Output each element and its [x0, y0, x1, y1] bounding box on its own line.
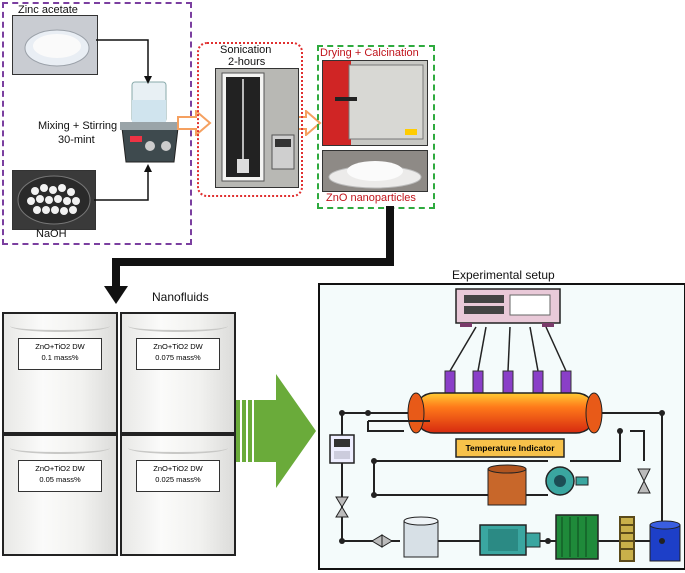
beaker-sample-1: ZnO+TiO2 DW 0.1 mass%: [2, 312, 118, 434]
sonication-label-line2: 2-hours: [228, 56, 266, 68]
beaker-sample-4: ZnO+TiO2 DW 0.025 mass%: [120, 434, 236, 556]
temperature-indicator-label: Temperature Indicator: [465, 443, 555, 453]
mixing-label-line2: 30-mint: [58, 134, 95, 146]
mixing-label-line1: Mixing + Stirring: [38, 120, 118, 132]
zno-nanoparticles-label: ZnO nanoparticles: [326, 192, 416, 204]
flow-meter: [329, 434, 355, 464]
collection-drum: [649, 520, 681, 562]
furnace-photo: [322, 60, 428, 146]
zno-powder-photo: [322, 150, 428, 192]
storage-tank: [487, 464, 527, 506]
sample-card-4: ZnO+TiO2 DW 0.025 mass%: [136, 460, 220, 492]
experimental-setup-label: Experimental setup: [452, 268, 555, 282]
drying-label: Drying + Calcination: [320, 47, 419, 59]
experimental-setup-schematic: Temperature Indicator: [329, 288, 681, 562]
sample-card-2: ZnO+TiO2 DW 0.075 mass%: [136, 338, 220, 370]
green-arrow: [236, 374, 316, 488]
sonication-group-box: [197, 42, 303, 197]
cooling-coil: [619, 516, 635, 562]
sample-1-line1: ZnO+TiO2 DW: [35, 342, 85, 351]
naoh-label: NaOH: [36, 228, 67, 240]
drying-group-box: [317, 45, 435, 209]
naoh-photo: [12, 170, 96, 230]
heated-test-section: [407, 392, 603, 434]
sample-4-line2: 0.025 mass%: [155, 475, 201, 484]
sample-2-line2: 0.075 mass%: [155, 353, 201, 362]
piping: [341, 412, 663, 542]
magnetic-stirrer: [120, 80, 180, 170]
nanofluids-label: Nanofluids: [152, 290, 209, 304]
pipe-junctions: [339, 410, 665, 544]
sonicator-photo: [215, 68, 299, 188]
process-flow-arrow: [104, 206, 394, 304]
zinc-acetate-label: Zinc acetate: [18, 4, 78, 16]
sample-3-line1: ZnO+TiO2 DW: [35, 464, 85, 473]
valves: [335, 468, 651, 548]
chiller-tank: [403, 516, 439, 558]
thermocouple-wires: [449, 326, 567, 372]
orange-arrow-1: [177, 110, 212, 136]
data-logger: [455, 288, 561, 327]
centrifugal-pump: [479, 524, 541, 556]
gear-pump: [545, 466, 589, 496]
sample-2-line1: ZnO+TiO2 DW: [153, 342, 203, 351]
thermocouples: [444, 370, 572, 394]
zinc-acetate-photo: [12, 15, 98, 75]
experimental-setup-panel: Temperature Indicator: [318, 283, 685, 570]
sample-1-line2: 0.1 mass%: [41, 353, 79, 362]
sample-4-line1: ZnO+TiO2 DW: [153, 464, 203, 473]
beaker-sample-3: ZnO+TiO2 DW 0.05 mass%: [2, 434, 118, 556]
sample-card-3: ZnO+TiO2 DW 0.05 mass%: [18, 460, 102, 492]
temperature-indicator: Temperature Indicator: [455, 438, 565, 458]
sample-3-line2: 0.05 mass%: [39, 475, 81, 484]
heat-exchanger: [555, 514, 599, 560]
beaker-sample-2: ZnO+TiO2 DW 0.075 mass%: [120, 312, 236, 434]
synthesis-connectors: [94, 39, 152, 201]
sample-card-1: ZnO+TiO2 DW 0.1 mass%: [18, 338, 102, 370]
sonication-label-line1: Sonication: [220, 44, 272, 56]
